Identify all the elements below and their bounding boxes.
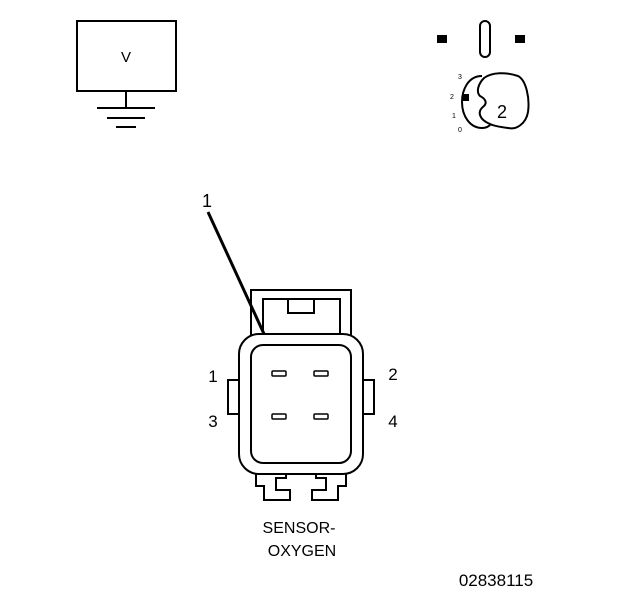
pin-label-1: 1 — [208, 367, 217, 386]
connector-bottom-latch-right — [311, 474, 347, 501]
key-label: 2 — [497, 102, 507, 122]
connector-bottom-latch-left — [255, 474, 291, 501]
connector-body-outer — [238, 333, 364, 475]
switch-terminal-right — [515, 35, 525, 43]
callout-number: 1 — [202, 191, 212, 211]
connector-body-inner — [250, 344, 352, 464]
connector-pin-2 — [313, 370, 329, 377]
switch-blade — [479, 20, 491, 58]
pin-label-2: 2 — [388, 365, 397, 384]
ignition-switch: 3 2 1 0 2 — [437, 20, 530, 134]
connector-pin-3 — [271, 413, 287, 420]
key-icon — [476, 72, 530, 130]
connector-pin-1 — [271, 370, 287, 377]
pin-label-3: 3 — [208, 412, 217, 431]
pin-label-4: 4 — [388, 412, 397, 431]
connector-name-line-2: OXYGEN — [268, 543, 336, 560]
sensor-connector: 1 2 3 4 SENSOR- OXYGEN — [208, 289, 398, 560]
voltmeter: V — [76, 20, 177, 128]
switch-position-label: 1 — [452, 113, 456, 120]
connector-lock-tab — [250, 289, 352, 341]
switch-position-label: 0 — [458, 127, 462, 134]
ground-icon — [97, 107, 155, 128]
connector-name-line-1: SENSOR- — [263, 520, 336, 537]
switch-terminal-left — [437, 35, 447, 43]
switch-position-label: 2 — [450, 94, 454, 101]
figure-id: 02838115 — [459, 571, 533, 590]
connector-pin-4 — [313, 413, 329, 420]
voltmeter-symbol: V — [121, 49, 131, 66]
switch-position-marker — [462, 94, 469, 101]
connector-lock-latch — [287, 298, 315, 314]
switch-position-label: 3 — [458, 74, 462, 81]
